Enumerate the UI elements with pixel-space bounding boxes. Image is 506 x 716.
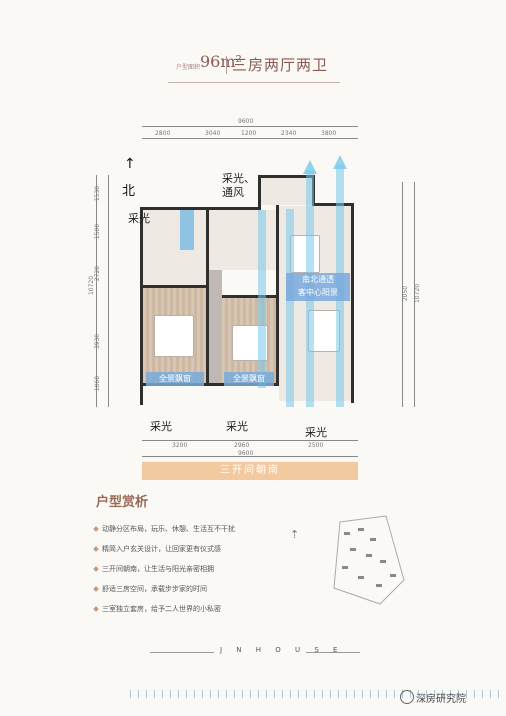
dim-left-seg-3: 2720 <box>94 265 102 282</box>
dim-top-line-2 <box>142 138 358 139</box>
note-light-bl: 采光 <box>150 420 172 433</box>
compass-icon: ⇡ <box>290 528 300 541</box>
watermark-text: 深房研究院 <box>416 694 466 705</box>
living-label: 南北通透 客中心阳景 <box>286 273 350 301</box>
orientation-band: 三开间朝南 <box>142 462 358 480</box>
window-label-2: 全景飘窗 <box>224 372 274 386</box>
dim-left-seg-4: 3930 <box>94 333 102 350</box>
footer-line-right <box>306 652 360 653</box>
wall <box>258 175 314 178</box>
dining-table <box>290 235 320 273</box>
dim-left-line-2 <box>108 175 109 407</box>
analysis-title: 户型赏析 <box>96 495 149 510</box>
title-separator <box>226 56 227 74</box>
dim-top-seg-3: 1200 <box>241 130 257 137</box>
wall <box>276 205 279 385</box>
wall <box>206 210 209 385</box>
area-small-label: 户型面积 <box>176 64 201 71</box>
dim-right-line <box>402 182 403 407</box>
wall <box>312 203 354 206</box>
north-arrow-icon: ↑ <box>124 156 136 172</box>
bullet-icon <box>93 606 99 612</box>
dim-bottom-line <box>142 440 358 441</box>
living-label-2: 客中心阳景 <box>298 288 338 297</box>
feature-item: 三室独立套房，给予二人世界的小私密 <box>93 604 221 614</box>
dim-left-seg-1: 1530 <box>94 185 102 202</box>
dim-top-total: 9600 <box>238 118 254 125</box>
dim-left-seg-5: 1060 <box>94 375 102 392</box>
wall <box>258 175 261 210</box>
note-light-bm: 采光 <box>226 420 248 433</box>
wall <box>140 207 260 210</box>
feature-item: 三开间朝南，让生活与阳光亲密相拥 <box>93 564 214 574</box>
note-light-br: 采光 <box>305 426 327 439</box>
bathroom <box>143 210 206 285</box>
dim-bottom-total: 9600 <box>238 450 254 457</box>
dim-top-seg-2: 3040 <box>205 130 221 137</box>
bullet-icon <box>93 586 99 592</box>
light-beam <box>258 210 266 388</box>
ruler-ticks <box>130 690 500 698</box>
wall <box>140 383 280 386</box>
dim-bottom-seg-3: 2500 <box>308 442 324 449</box>
title-underline <box>168 48 340 83</box>
dim-top-seg-1: 2800 <box>155 130 171 137</box>
bullet-icon <box>93 566 99 572</box>
dim-bottom-seg-1: 3200 <box>172 442 188 449</box>
arrow-up-icon <box>303 160 317 174</box>
site-plan-map: ⟰ <box>310 515 405 605</box>
window-label-1: 全景飘窗 <box>146 372 204 386</box>
dim-right-seg-1: 2050 <box>402 285 410 302</box>
light-beam <box>180 210 194 250</box>
bed <box>154 315 194 357</box>
wechat-icon <box>400 690 414 704</box>
footer-brand: J N H O U S E <box>220 646 344 654</box>
wall <box>351 203 354 403</box>
feature-item: 舒适三房空间，承载步步家的时间 <box>93 584 207 594</box>
unit-type: 三房两厅两卫 <box>232 56 329 74</box>
dim-right-line-2 <box>414 182 415 407</box>
wall <box>222 295 278 298</box>
corridor <box>209 270 222 383</box>
bullet-icon <box>93 526 99 532</box>
floor-plan: 南北通透 客中心阳景 全景飘窗 全景飘窗 <box>140 155 356 407</box>
dim-bottom-seg-2: 2960 <box>234 442 250 449</box>
dim-right-total: 10720 <box>414 283 422 304</box>
feature-item: 精简入户玄关设计，让回家更有仪式感 <box>93 544 221 554</box>
dim-top-line <box>142 126 358 127</box>
dim-bottom-line-2 <box>142 456 358 457</box>
living-label-1: 南北通透 <box>302 275 334 284</box>
unit-area: 96m² <box>200 52 242 71</box>
feature-item: 动静分区布局，玩乐、休憩、生活互不干扰 <box>93 524 235 534</box>
wall <box>140 207 143 405</box>
arrow-up-icon <box>333 155 347 169</box>
footer-line-left <box>150 652 214 653</box>
dim-left-line <box>96 175 97 407</box>
dim-top-seg-5: 3800 <box>321 130 337 137</box>
note-light-tl: 采光 <box>128 212 150 225</box>
note-light-vent: 采光、 通风 <box>222 172 255 199</box>
kitchen <box>261 178 312 205</box>
wall <box>143 285 207 288</box>
north-label: 北 <box>122 184 136 199</box>
bullet-icon <box>93 546 99 552</box>
dim-top-seg-4: 2340 <box>281 130 297 137</box>
dim-left-seg-2: 1500 <box>94 223 102 240</box>
light-beam <box>286 209 294 407</box>
